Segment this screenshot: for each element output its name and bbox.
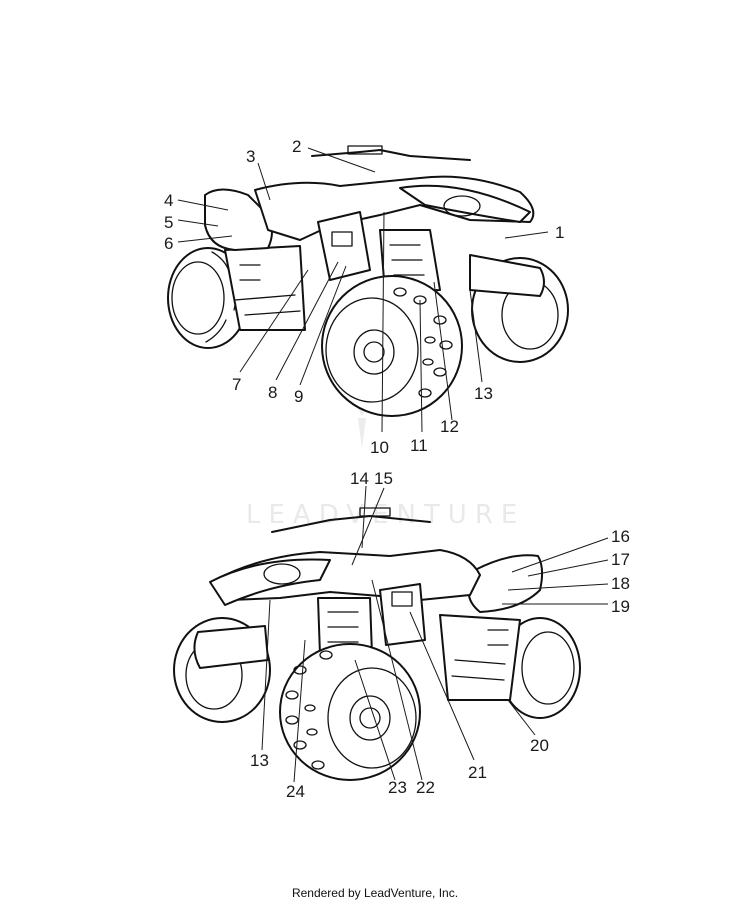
bottom-callouts: 14 15 16 17 18 19 20 21 22 23 24 13 [250,469,630,801]
callout-13-top: 13 [474,384,493,403]
atv-bottom-view [173,507,581,781]
top-callouts: 1 2 3 4 5 6 7 8 9 10 11 12 13 [164,137,564,457]
callout-18: 18 [611,574,630,593]
callout-2: 2 [292,137,301,156]
callout-6: 6 [164,234,173,253]
atv-top-view [167,145,569,417]
callout-20: 20 [530,736,549,755]
callout-8: 8 [268,383,277,402]
callout-9: 9 [294,387,303,406]
top-leaders [177,147,549,433]
watermark-text: LEADVENTURE [246,500,525,530]
callout-3: 3 [246,147,255,166]
callout-5: 5 [164,213,173,232]
callout-10: 10 [370,438,389,457]
callout-12: 12 [440,417,459,436]
callout-22: 22 [416,778,435,797]
footer-credit: Rendered by LeadVenture, Inc. [291,886,459,900]
callout-16: 16 [611,527,630,546]
callout-4: 4 [164,191,173,210]
callout-21: 21 [468,763,487,782]
callout-1: 1 [555,223,564,242]
bottom-leaders [261,485,609,783]
callout-19: 19 [611,597,630,616]
callout-17: 17 [611,550,630,569]
callout-24: 24 [286,782,305,801]
callout-14: 14 [350,469,369,488]
callout-23: 23 [388,778,407,797]
callout-11: 11 [410,436,428,455]
callout-15: 15 [374,469,393,488]
callout-13-bottom: 13 [250,751,269,770]
callout-7: 7 [232,375,241,394]
